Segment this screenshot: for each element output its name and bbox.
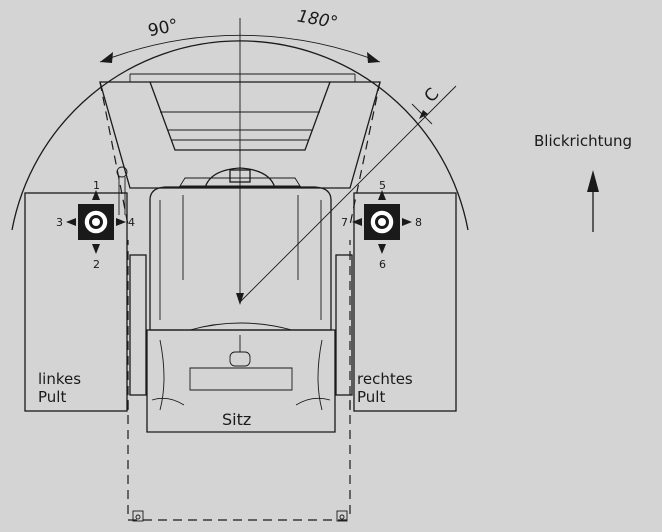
side-lever — [116, 166, 128, 215]
right-console — [353, 192, 457, 412]
cab-dashed-outline — [99, 81, 381, 522]
left-joystick — [66, 190, 126, 254]
radius-line — [239, 85, 457, 303]
left-console-label-line2: Pult — [38, 388, 66, 406]
right-console-label-line1: rechtes — [357, 370, 413, 388]
left-console-label-line1: linkes — [38, 370, 81, 388]
right-console-label-line2: Pult — [357, 388, 385, 406]
operator-seat — [129, 167, 353, 433]
left-joystick-left-label: 3 — [56, 216, 63, 229]
seat-label: Sitz — [222, 410, 251, 429]
cab-roof — [99, 73, 381, 189]
right-joystick-up-label: 5 — [379, 179, 386, 192]
right-joystick — [352, 190, 412, 254]
left-console — [24, 192, 128, 412]
center-arrow — [236, 293, 244, 305]
angle-180-label: 180° — [296, 7, 340, 34]
right-joystick-left-label: 7 — [341, 216, 348, 229]
view-direction-arrow — [587, 170, 599, 232]
right-joystick-down-label: 6 — [379, 258, 386, 271]
left-joystick-up-label: 1 — [93, 179, 100, 192]
left-joystick-down-label: 2 — [93, 258, 100, 271]
view-direction-label: Blickrichtung — [534, 132, 632, 150]
right-joystick-right-label: 8 — [415, 216, 422, 229]
angle-90-label: 90° — [146, 15, 180, 41]
left-joystick-right-label: 4 — [128, 216, 135, 229]
radius-label: C — [421, 84, 444, 106]
